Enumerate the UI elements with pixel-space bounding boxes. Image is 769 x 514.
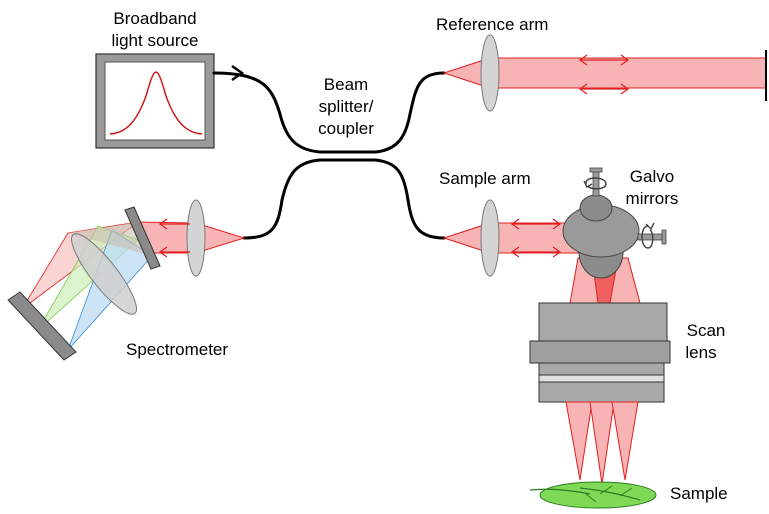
diffraction-grating bbox=[124, 206, 161, 270]
splitter-label-line1: Beam bbox=[324, 75, 368, 94]
sample-label: Sample bbox=[670, 484, 728, 503]
sample-arm-label: Sample arm bbox=[439, 169, 531, 188]
line-detector bbox=[7, 291, 77, 361]
spectrometer-collimating-lens bbox=[186, 199, 206, 277]
spectrometer-arrows bbox=[158, 218, 190, 258]
reference-beam bbox=[489, 57, 767, 89]
galvo-mirrors bbox=[562, 167, 667, 279]
scan-lens bbox=[529, 302, 671, 403]
fiber-source bbox=[212, 71, 446, 154]
reference-arrows bbox=[578, 54, 630, 95]
scan-lens-label-line2: lens bbox=[685, 343, 716, 362]
scan-lens-label-line1: Scan bbox=[687, 321, 726, 340]
sample-leaf bbox=[529, 481, 657, 509]
galvo-label-line1: Galvo bbox=[630, 167, 674, 186]
broadband-light-source bbox=[95, 53, 215, 149]
sample-arm bbox=[442, 167, 667, 304]
reference-arm bbox=[442, 34, 767, 112]
galvo-rotation-arrow-side bbox=[641, 225, 654, 249]
reference-arm-label: Reference arm bbox=[436, 15, 548, 34]
reference-lens bbox=[480, 34, 500, 112]
source-label-line2: light source bbox=[112, 31, 199, 50]
source-output-arrow bbox=[231, 64, 245, 82]
source-label-line1: Broadband bbox=[113, 9, 196, 28]
splitter-label-line2: splitter/ bbox=[319, 97, 374, 116]
galvo-mirror-top bbox=[579, 194, 613, 222]
galvo-rotation-arrow-top bbox=[585, 177, 607, 190]
galvo-label-line2: mirrors bbox=[626, 189, 679, 208]
spectrometer-focusing-lens bbox=[71, 233, 137, 315]
fiber-spectrometer-sample bbox=[242, 158, 446, 240]
focused-beams bbox=[565, 401, 639, 485]
sample-arrows bbox=[510, 218, 562, 258]
sample-lens bbox=[480, 199, 500, 277]
spectrometer bbox=[7, 199, 246, 361]
splitter-label-line3: coupler bbox=[318, 119, 374, 138]
spectrometer-label: Spectrometer bbox=[126, 340, 228, 359]
fiber-network bbox=[212, 71, 446, 240]
source-spectrum-curve bbox=[109, 71, 203, 135]
